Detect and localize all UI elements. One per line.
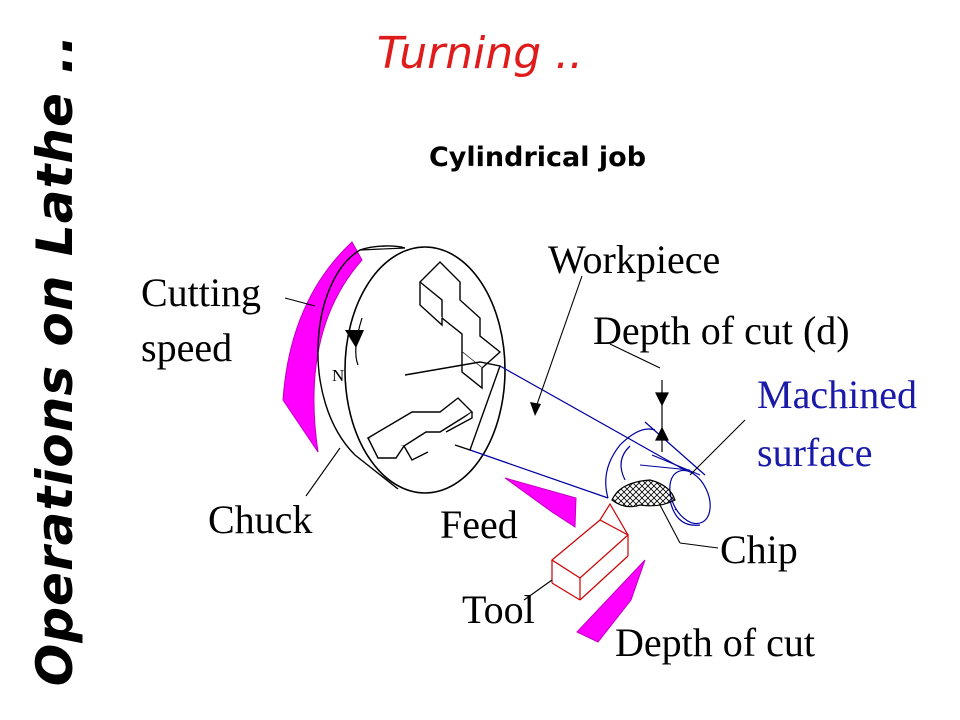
label-chuck: Chuck xyxy=(208,497,313,542)
depth-marker xyxy=(655,380,669,452)
leader-lines xyxy=(284,275,746,601)
label-speed: speed xyxy=(141,325,233,370)
chuck-jaw-top xyxy=(418,261,502,390)
label-tool: Tool xyxy=(462,587,535,632)
workpiece-end xyxy=(669,469,711,525)
subtitle: Cylindrical job xyxy=(428,142,647,173)
slide-title: Turning .. xyxy=(376,28,584,79)
chip xyxy=(611,479,676,508)
label-chip: Chip xyxy=(720,527,798,572)
chuck-jaw-bottom xyxy=(366,397,474,461)
cutting-speed-arrow xyxy=(282,241,363,453)
chuck-rear-edge xyxy=(317,245,406,456)
label-workpiece: Workpiece xyxy=(548,237,721,282)
label-cutting: Cutting xyxy=(141,270,262,315)
label-machined: Machined xyxy=(757,372,917,417)
workpiece-body xyxy=(469,365,706,511)
label-feed: Feed xyxy=(440,502,518,547)
rotation-n-label: N xyxy=(332,366,344,385)
feed-arrow xyxy=(504,477,577,528)
depth-of-cut-arrow xyxy=(576,559,646,643)
chuck-hub xyxy=(404,361,501,451)
tool xyxy=(550,502,630,601)
label-surface: surface xyxy=(757,430,873,475)
label-depth-of-cut: Depth of cut xyxy=(615,620,815,665)
label-depth-of-cut-d: Depth of cut (d) xyxy=(593,308,850,353)
